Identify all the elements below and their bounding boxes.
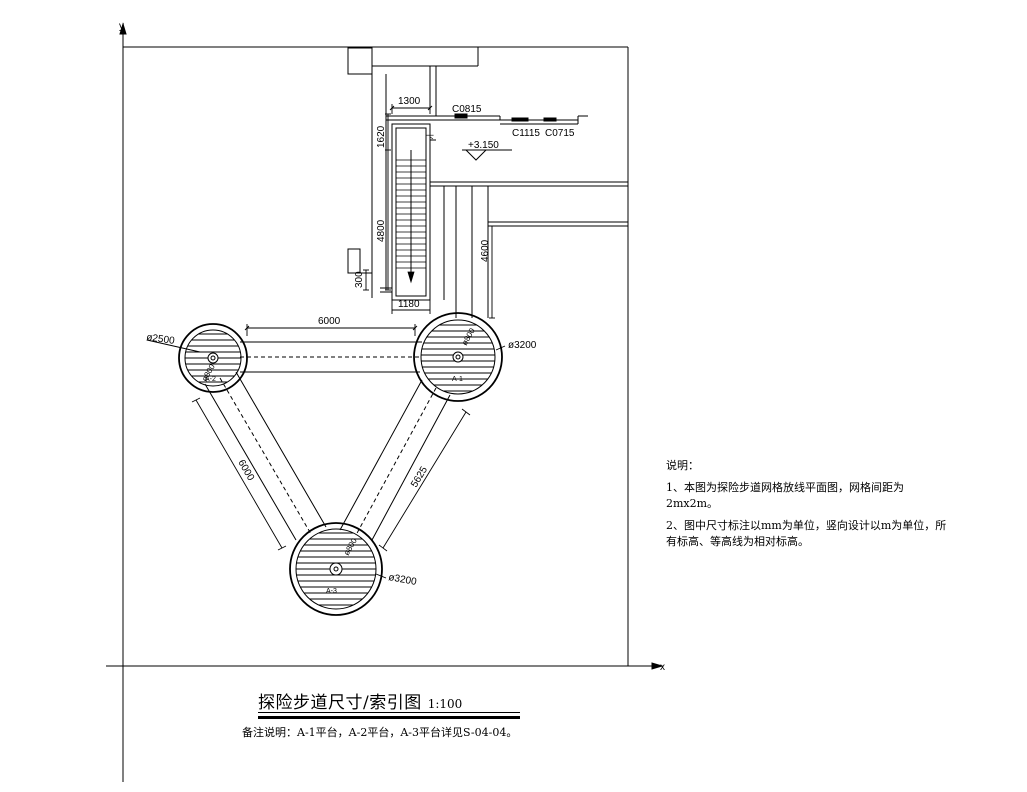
x-axis-label: x xyxy=(660,662,665,673)
platform-label-a3: A-3 xyxy=(326,588,337,595)
walkway-top xyxy=(240,341,422,373)
notes-item-1: 1、本图为探险步道网格放线平面图，网格间距为2mx2m。 xyxy=(666,481,904,510)
dimension-lines xyxy=(146,104,506,579)
window-c1115: C1115 xyxy=(512,128,540,139)
dim-300: 300 xyxy=(354,271,365,288)
dim-phi3200-bottom: ø3200 xyxy=(387,572,417,588)
platform-a3-bottom xyxy=(289,522,383,616)
drawing-scale: 1:100 xyxy=(427,697,463,711)
drawing-title-block: 探险步道尺寸/索引图 1:100 xyxy=(258,688,528,719)
drawing-frame xyxy=(123,46,629,666)
dim-4800: 4800 xyxy=(376,219,387,242)
dim-1180: 1180 xyxy=(398,299,420,310)
platform-a2-left xyxy=(178,323,248,393)
title-underline-thick xyxy=(258,716,520,719)
platform-label-a2: A-2 xyxy=(205,376,216,383)
dim-phi2500: ø2500 xyxy=(146,332,176,347)
building-outline xyxy=(347,47,588,301)
platform-label-a1: A-1 xyxy=(452,376,463,383)
window-c0815: C0815 xyxy=(452,104,482,115)
drawing-title: 探险步道尺寸/索引图 xyxy=(258,693,422,713)
stair-down-label: 下 xyxy=(426,134,434,143)
y-axis-label: y xyxy=(119,21,124,32)
dim-4600: 4600 xyxy=(480,239,491,262)
notes-block: 说明： 1、本图为探险步道网格放线平面图，网格间距为2mx2m。 2、图中尺寸标… xyxy=(666,458,956,556)
window-c0715: C0715 xyxy=(545,128,575,139)
elevation-marker xyxy=(430,139,512,161)
dim-6000-top: 6000 xyxy=(318,316,341,327)
walkway-left xyxy=(204,371,327,541)
upper-walkway xyxy=(429,181,628,318)
walkway-right xyxy=(339,379,451,541)
notes-heading: 说明： xyxy=(666,459,699,472)
axes xyxy=(106,22,664,782)
stair-treads xyxy=(396,150,426,284)
dim-6000-left: 6000 xyxy=(235,458,256,483)
dim-1620: 1620 xyxy=(376,125,387,148)
elevation-label: +3.150 xyxy=(468,140,499,151)
dim-1300: 1300 xyxy=(398,96,421,107)
title-underline-thin xyxy=(258,712,520,713)
remark-text: 备注说明：A-1平台，A-2平台，A-3平台详见S-04-04。 xyxy=(242,726,518,739)
dim-5625: 5625 xyxy=(409,464,430,489)
notes-item-2: 2、图中尺寸标注以mm为单位，竖向设计以m为单位，所有标高、等高线为相对标高。 xyxy=(666,519,947,548)
platform-a1-right xyxy=(413,312,503,402)
dim-phi3200-right: ø3200 xyxy=(508,340,537,351)
